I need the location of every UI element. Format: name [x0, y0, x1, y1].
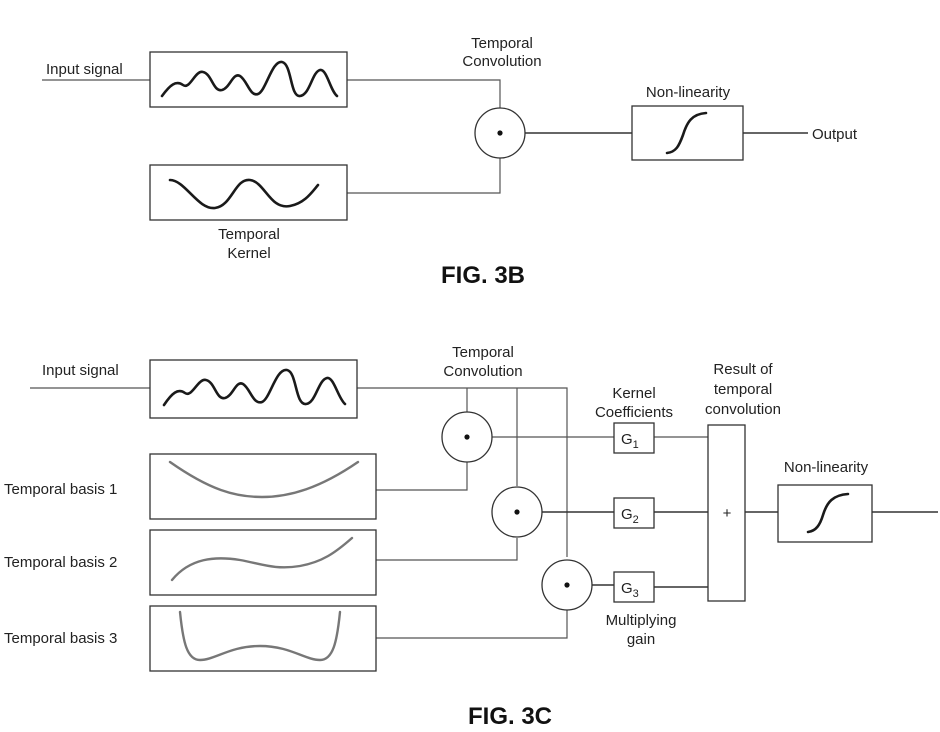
convolution-dot-3-3c: [564, 582, 570, 588]
input-signal-waveform-3b: [160, 60, 339, 98]
signal-to-conv-wire-3b: [347, 79, 501, 110]
input-signal-box-3b: [149, 51, 348, 108]
kernel-to-conv-wire-3b: [347, 157, 501, 194]
input-signal-label-3b: Input signal: [46, 61, 123, 78]
temporal-basis-1-label-3c: Temporal basis 1: [4, 481, 117, 498]
non-linearity-box-3b: [631, 105, 744, 161]
multiplying-gain-label-3c-line2: gain: [627, 631, 655, 648]
result-label-3c-line3: convolution: [705, 401, 781, 418]
summation-box-3c: [707, 424, 746, 602]
temporal-convolution-label-3b-line2: Convolution: [462, 53, 541, 70]
gain-g1-box-3c: [613, 422, 655, 454]
temporal-basis-2-curve-3c: [170, 536, 354, 582]
convolution-dot-2-3c: [514, 509, 520, 515]
sigmoid-curve-3c: [806, 492, 850, 534]
convolution-dot-1-3c: [464, 434, 470, 440]
temporal-convolution-label-3c-line2: Convolution: [443, 363, 522, 380]
fig-3b: Input signal Temporal Convolution Non-li…: [42, 35, 858, 289]
figure-caption-3b: FIG. 3B: [441, 262, 525, 289]
result-label-3c-line2: temporal: [714, 381, 772, 398]
temporal-kernel-waveform-3b: [168, 178, 320, 210]
fig-3c: G1 G2 G3 + Input signal Temporal Convolu…: [4, 344, 938, 730]
input-signal-box-3c: [149, 359, 358, 419]
summation-symbol-3c: +: [723, 505, 732, 522]
temporal-convolution-label-3c: Temporal: [452, 344, 514, 361]
gain-g3-box-3c: [613, 571, 655, 603]
basis1-to-conv1-wire-3c: [376, 462, 468, 491]
non-linearity-box-3c: [777, 484, 873, 543]
temporal-basis-2-box-3c: [149, 529, 377, 596]
convolution-dot-3b: [497, 130, 503, 136]
non-linearity-label-3b: Non-linearity: [646, 84, 731, 101]
sigmoid-curve-3b: [665, 111, 708, 155]
kernel-coefficients-label-3c-line2: Coefficients: [595, 404, 673, 421]
temporal-basis-3-label-3c: Temporal basis 3: [4, 630, 117, 647]
temporal-basis-1-box-3c: [149, 453, 377, 520]
temporal-convolution-label-3b: Temporal: [471, 35, 533, 52]
input-signal-label-3c: Input signal: [42, 362, 119, 379]
basis3-to-conv3-wire-3c: [376, 610, 568, 639]
temporal-kernel-label-3b: Temporal: [218, 226, 280, 243]
multiplying-gain-label-3c: Multiplying: [606, 612, 677, 629]
temporal-kernel-label-3b-line2: Kernel: [227, 245, 270, 262]
gain-g3-label-3c: G3: [621, 580, 639, 600]
temporal-basis-3-curve-3c: [178, 610, 342, 662]
non-linearity-label-3c: Non-linearity: [784, 459, 869, 476]
gain-g1-label-3c: G1: [621, 431, 639, 451]
input-signal-waveform-3c: [162, 368, 347, 407]
result-label-3c: Result of: [713, 361, 773, 378]
gain-g2-label-3c: G2: [621, 506, 639, 526]
signal-bus-wire-3c: [357, 387, 568, 557]
output-label-3b: Output: [812, 126, 858, 143]
temporal-kernel-box-3b: [149, 164, 348, 221]
figure-caption-3c: FIG. 3C: [468, 703, 552, 730]
basis2-to-conv2-wire-3c: [376, 538, 518, 561]
kernel-coefficients-label-3c: Kernel: [612, 385, 655, 402]
gain-g2-box-3c: [613, 497, 655, 529]
temporal-basis-2-label-3c: Temporal basis 2: [4, 554, 117, 571]
temporal-basis-1-curve-3c: [168, 460, 360, 499]
